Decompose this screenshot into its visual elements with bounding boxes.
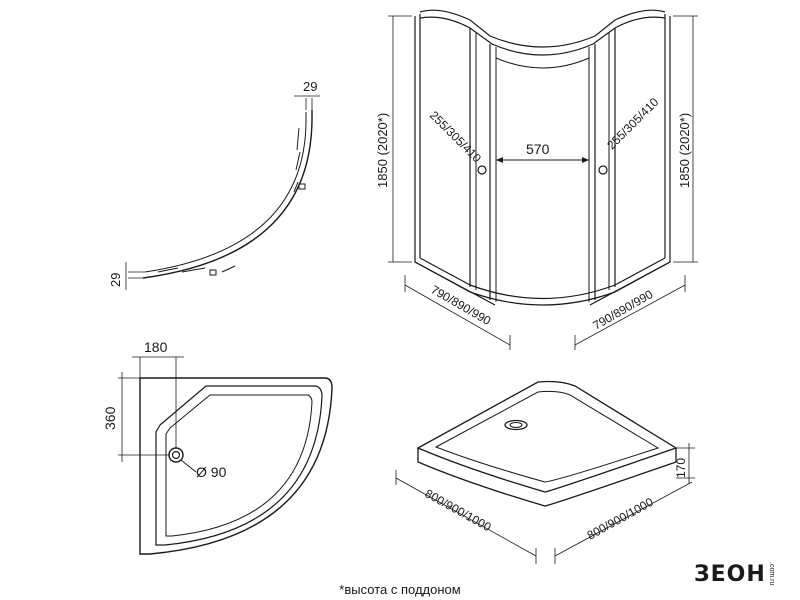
dim-tray-base-right: 800/900/1000 [585, 495, 656, 543]
drain-inner [171, 450, 181, 460]
front-3d-view: 570 255/305/410 255/305/410 1850 (2020*)… [375, 9, 698, 350]
dim-tray-height: 170 [674, 458, 688, 478]
bottom-rail [419, 257, 666, 300]
top-profile-view: 29 29 [108, 79, 320, 290]
dim-line [574, 284, 686, 346]
tray-3d-drain [504, 419, 528, 431]
dim-door-width: 570 [526, 141, 550, 157]
dim-label-top: 29 [303, 79, 317, 94]
dim-tray-base-left: 800/900/1000 [423, 486, 494, 534]
dim-label-left: 29 [108, 273, 123, 287]
tray-basin [165, 394, 313, 537]
tray-rim [155, 385, 323, 546]
door-handle-right [598, 165, 608, 175]
profile-roller-bottom [209, 269, 217, 276]
dim-line [395, 477, 537, 557]
top-rail [419, 9, 666, 48]
door-top-curve [495, 57, 590, 69]
tray-3d-drain-inner [509, 422, 523, 428]
door-handle-left [477, 165, 487, 175]
dim-line [554, 481, 693, 557]
dim-side-right: 255/305/410 [604, 95, 661, 152]
top-rail-inner [419, 16, 666, 56]
tray-3d-basin [434, 390, 660, 483]
dim-tray-top: 180 [144, 339, 168, 355]
profile-roller-top [298, 183, 306, 190]
bottom-rail-outer [414, 261, 671, 306]
dim-height-right: 1850 (2020*) [677, 113, 692, 188]
tray-outline [139, 377, 333, 555]
footnote: *высота с поддоном [339, 582, 461, 597]
profile-arc-outer [142, 110, 313, 279]
dim-line [404, 284, 511, 346]
tray-3d-top [416, 380, 678, 493]
drain-leader [180, 459, 197, 473]
dim-drain: Ø 90 [196, 464, 227, 480]
profile-hardware-bottom [157, 265, 236, 273]
brand-logo: ЗЕОН .com.ru [694, 560, 794, 590]
tray-3d-view: 170 800/900/1000 800/900/1000 [395, 380, 695, 564]
logo-domain: .com.ru [768, 562, 775, 586]
tray-plan-view: Ø 90 180 360 [102, 339, 333, 555]
profile-hardware-top [293, 127, 301, 193]
drain-outer [168, 447, 184, 463]
dim-height-left: 1850 (2020*) [375, 113, 390, 188]
dim-base-right: 790/890/990 [591, 287, 656, 333]
profile-arc-inner [144, 112, 307, 273]
tray-3d-side [417, 448, 677, 507]
dim-tray-side: 360 [102, 406, 118, 430]
logo-wordmark: ЗЕОН [694, 562, 766, 587]
